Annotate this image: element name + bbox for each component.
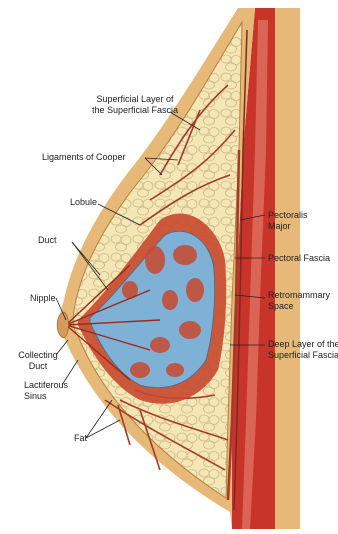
superficial-layer-label-line2: the Superficial Fascia <box>88 105 182 116</box>
chest-wall-right <box>275 8 300 529</box>
lobule-label: Lobule <box>70 197 97 208</box>
pectoralis-major-label: Pectoralis Major <box>268 210 308 232</box>
retromammary-space-label: Retromammary Space <box>268 290 330 312</box>
ligaments-of-cooper-label: Ligaments of Cooper <box>42 152 126 163</box>
retromammary-space-label-line2: Space <box>268 301 330 312</box>
duct-label: Duct <box>38 235 57 246</box>
deep-layer-label-line2: Superficial Fascia <box>268 350 338 361</box>
pectoral-fascia-label: Pectoral Fascia <box>268 253 330 264</box>
pectoralis-major-label-line2: Major <box>268 221 308 232</box>
collecting-duct-label-line1: Collecting <box>14 350 62 361</box>
lactiferous-sinus-label: Lactiferous Sinus <box>24 380 68 402</box>
lactiferous-sinus-label-line2: Sinus <box>24 391 68 402</box>
nipple <box>57 312 68 338</box>
collecting-duct-label-line2: Duct <box>14 361 62 372</box>
deep-layer-label-line1: Deep Layer of the <box>268 339 338 350</box>
superficial-layer-label-line1: Superficial Layer of <box>88 94 182 105</box>
deep-layer-label: Deep Layer of the Superficial Fascia <box>268 339 338 361</box>
retromammary-space-label-line1: Retromammary <box>268 290 330 301</box>
nipple-label: Nipple <box>30 293 56 304</box>
pectoralis-major-label-line1: Pectoralis <box>268 210 308 221</box>
collecting-duct-label: Collecting Duct <box>14 350 62 372</box>
fat-label: Fat <box>74 433 87 444</box>
lactiferous-sinus-label-line1: Lactiferous <box>24 380 68 391</box>
superficial-layer-label: Superficial Layer of the Superficial Fas… <box>88 94 182 116</box>
